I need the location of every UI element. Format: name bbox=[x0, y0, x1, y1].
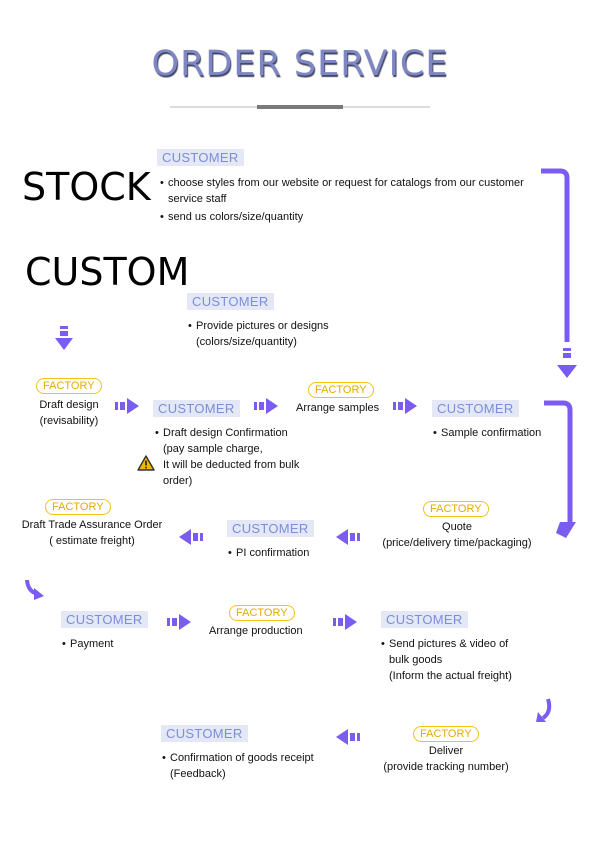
page-title: ORDER SERVICE bbox=[151, 44, 449, 84]
draft-confirm-customer-tag: CUSTOMER bbox=[153, 400, 240, 417]
deliver-text: Deliver(provide tracking number) bbox=[383, 745, 509, 773]
arrow-stock-to-samples bbox=[541, 168, 577, 378]
custom-bullet: Provide pictures or designs(colors/size/… bbox=[188, 318, 329, 350]
arrow-right-4 bbox=[167, 614, 191, 630]
send-pictures-text: Send pictures & video of bulk goods (Inf… bbox=[381, 636, 512, 684]
arrow-left-3 bbox=[336, 729, 360, 745]
quote-text: Quote(price/delivery time/packaging) bbox=[382, 521, 532, 549]
deliver-factory-tag: FACTORY bbox=[413, 726, 479, 742]
pi-confirm-text: PI confirmation bbox=[228, 545, 309, 561]
draft-design-factory-tag: FACTORY bbox=[36, 378, 102, 394]
arrow-right-1 bbox=[115, 398, 139, 414]
arrow-right-5 bbox=[333, 614, 357, 630]
arrange-samples-label: Arrange samples bbox=[296, 402, 380, 414]
arrow-left-1 bbox=[336, 529, 360, 545]
stock-bullets: choose styles from our website or reques… bbox=[160, 175, 524, 225]
arrow-right-3 bbox=[393, 398, 417, 414]
draft-confirm-text: Draft design Confirmation (pay sample ch… bbox=[155, 425, 299, 489]
warning-icon bbox=[137, 455, 155, 471]
send-pictures-customer-tag: CUSTOMER bbox=[381, 611, 468, 628]
arrow-left-2 bbox=[179, 529, 203, 545]
pi-customer-tag: CUSTOMER bbox=[227, 520, 314, 537]
stock-bullet-1: choose styles from our website or reques… bbox=[160, 175, 524, 207]
custom-heading: CUSTOM bbox=[25, 250, 190, 294]
arrow-curve-to-deliver bbox=[536, 698, 552, 722]
arrow-down-custom bbox=[55, 326, 73, 350]
trade-order-factory-tag: FACTORY bbox=[45, 499, 111, 515]
title-divider-accent bbox=[257, 105, 343, 109]
arrow-curve-to-payment bbox=[25, 579, 44, 600]
stock-heading: STOCK bbox=[22, 165, 151, 209]
goods-receipt-customer-tag: CUSTOMER bbox=[161, 725, 248, 742]
payment-text: Payment bbox=[62, 636, 113, 652]
stock-bullet-2: send us colors/size/quantity bbox=[160, 209, 524, 225]
sample-confirm-text: Sample confirmation bbox=[433, 425, 541, 441]
arrow-right-2 bbox=[254, 398, 278, 414]
custom-customer-tag: CUSTOMER bbox=[187, 293, 274, 310]
arrange-production-factory-tag: FACTORY bbox=[229, 605, 295, 621]
payment-customer-tag: CUSTOMER bbox=[61, 611, 148, 628]
draft-design-text: Draft design(revisability) bbox=[39, 399, 99, 427]
arrow-sample-to-quote bbox=[544, 400, 576, 538]
sample-confirm-customer-tag: CUSTOMER bbox=[432, 400, 519, 417]
trade-order-text: Draft Trade Assurance Order( estimate fr… bbox=[21, 519, 163, 547]
stock-customer-tag: CUSTOMER bbox=[157, 149, 244, 166]
arrange-samples-factory-tag: FACTORY bbox=[308, 382, 374, 398]
arrange-production-label: Arrange production bbox=[209, 625, 303, 637]
goods-receipt-text: Confirmation of goods receipt (Feedback) bbox=[162, 750, 314, 782]
quote-factory-tag: FACTORY bbox=[423, 501, 489, 517]
